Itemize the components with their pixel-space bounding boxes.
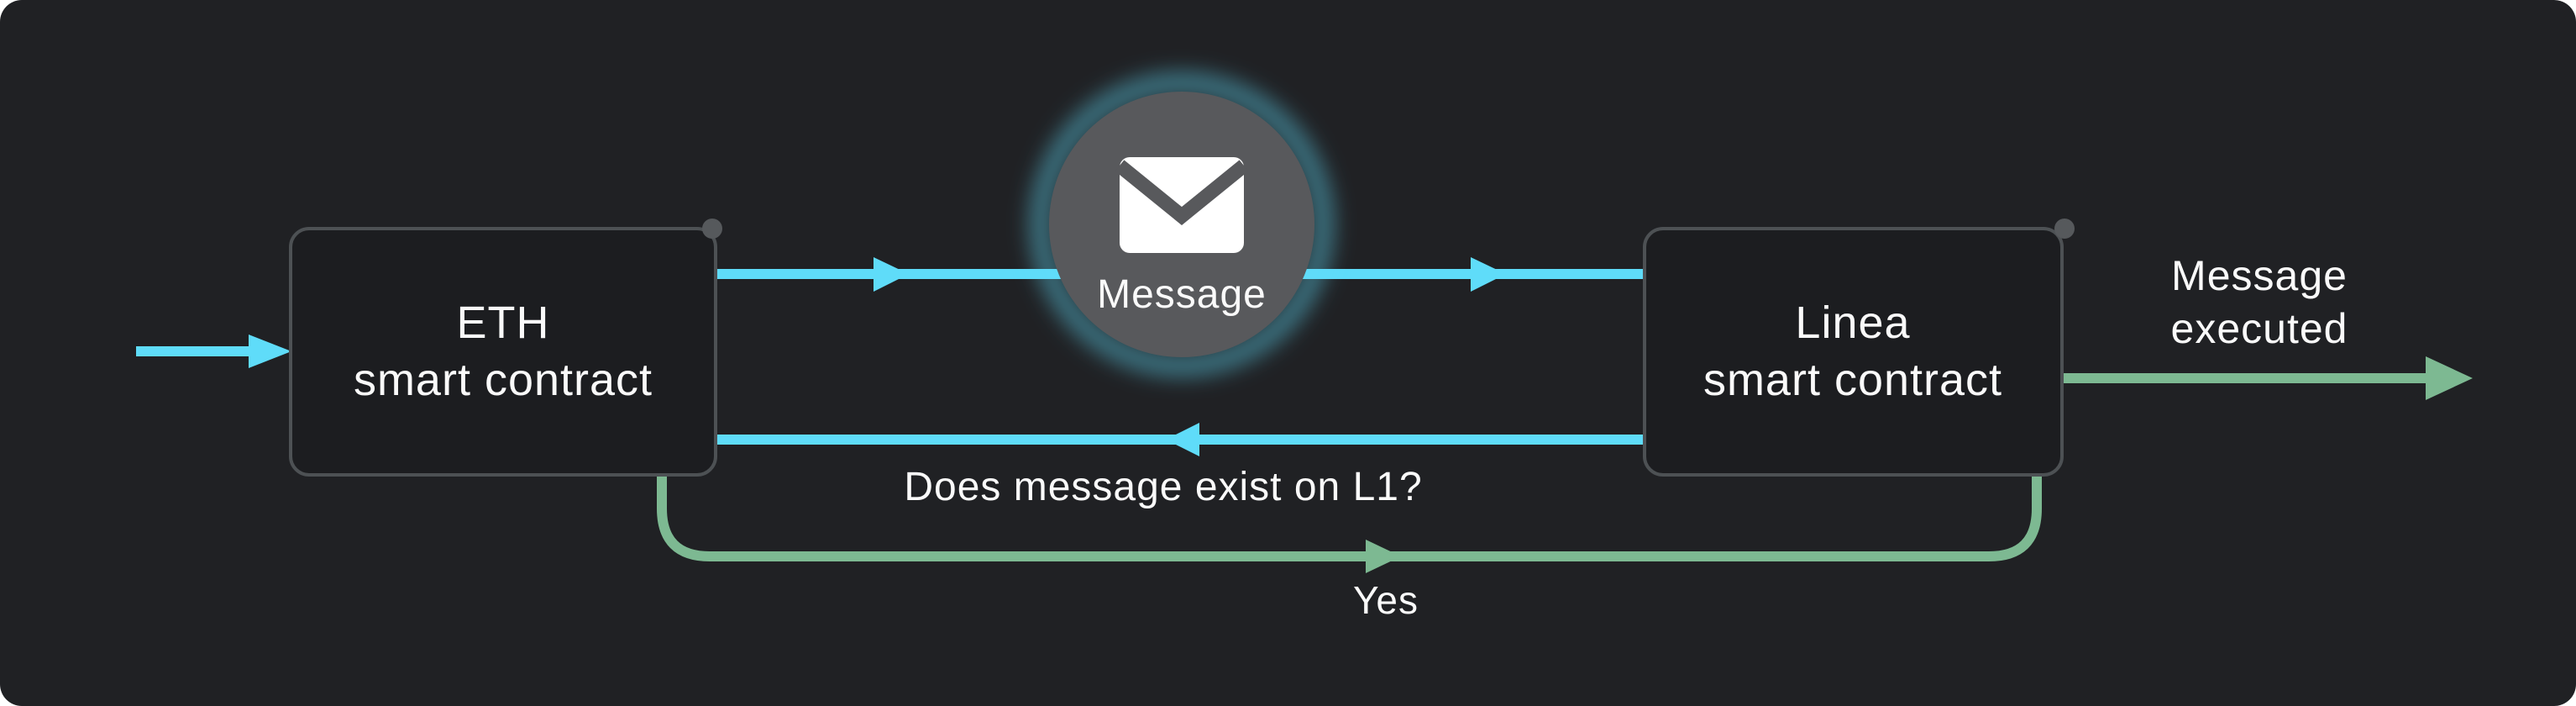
connector-dot (2054, 219, 2075, 239)
arrowhead-left-icon (1166, 423, 1199, 456)
eth-contract-node: ETH smart contract (289, 219, 722, 477)
connector-dot (702, 219, 722, 239)
message-node-label: Message (1097, 272, 1267, 317)
envelope-icon (1115, 157, 1249, 253)
linea-node-label-line2: smart contract (1703, 355, 2002, 405)
check-message-arrow (716, 423, 1643, 456)
eth-node-label-line2: smart contract (354, 355, 653, 405)
message-executed-label-line1: Message (2171, 252, 2348, 299)
message-executed-label-line2: executed (2171, 305, 2348, 352)
incoming-arrow (136, 335, 291, 368)
arrowhead-right-icon (1471, 257, 1506, 292)
linea-contract-node: Linea smart contract (1643, 219, 2075, 477)
arrowhead-right-icon (249, 335, 291, 368)
message-node: Message (1031, 73, 1333, 376)
arrowhead-right-icon (1366, 540, 1401, 573)
linea-node-label-line1: Linea (1795, 298, 1910, 348)
arrowhead-right-icon (874, 257, 909, 292)
yes-label: Yes (1353, 578, 1419, 622)
arrowhead-right-icon (2426, 356, 2473, 400)
check-message-label: Does message exist on L1? (904, 465, 1422, 509)
message-executed-arrow (2062, 356, 2473, 400)
yes-loop-arrow (657, 475, 2042, 573)
eth-node-label-line1: ETH (457, 298, 550, 348)
